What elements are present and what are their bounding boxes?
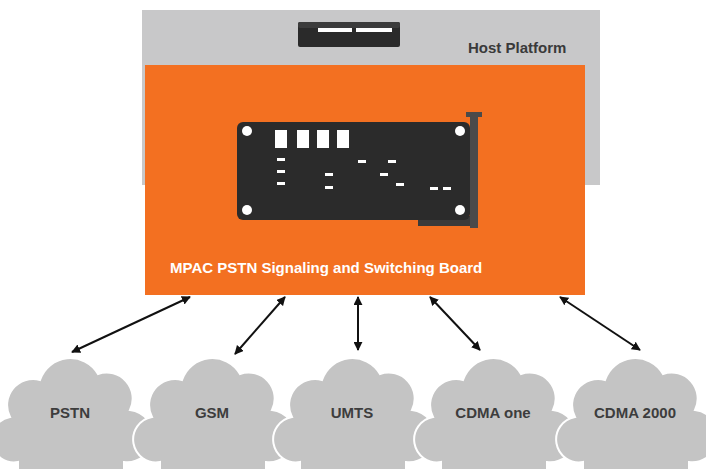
box-label: Host Platform <box>468 39 566 57</box>
link-arrow <box>235 297 285 354</box>
network-cloud: GSM <box>142 322 282 469</box>
network-label: CDMA one <box>423 404 563 422</box>
link-arrow <box>72 297 190 352</box>
network-cloud: CDMA one <box>423 322 563 469</box>
network-cloud: PSTN <box>0 322 140 469</box>
cloud-shape <box>282 322 422 469</box>
cloud-outline <box>273 358 435 469</box>
cloud-outline <box>556 358 706 469</box>
network-cloud: CDMA 2000 <box>565 322 705 469</box>
network-label: CDMA 2000 <box>565 404 705 422</box>
cloud-shape <box>423 322 563 469</box>
network-label: UMTS <box>282 404 422 422</box>
board-illustration <box>237 112 482 228</box>
network-cloud: UMTS <box>282 322 422 469</box>
cloud-shape <box>0 322 140 469</box>
cloud-shape <box>565 322 705 469</box>
box-label: MPAC PSTN Signaling and Switching Board <box>170 259 482 277</box>
network-label: PSTN <box>0 404 140 422</box>
cloud-outline <box>133 358 295 469</box>
link-arrow <box>560 297 640 350</box>
link-arrow <box>357 297 359 350</box>
network-label: GSM <box>142 404 282 422</box>
link-arrow <box>430 297 480 350</box>
server-icon <box>298 22 400 47</box>
signaling-board-box: MPAC PSTN Signaling and Switching Board <box>145 65 585 295</box>
cloud-outline <box>414 358 576 469</box>
cloud-outline <box>0 358 153 469</box>
cloud-shape <box>142 322 282 469</box>
